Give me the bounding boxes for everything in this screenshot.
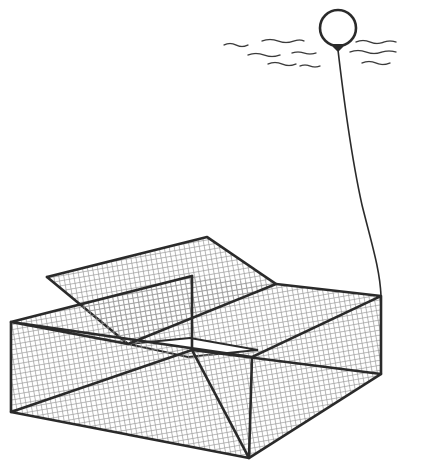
buoy-float — [320, 10, 356, 51]
wave-line — [224, 44, 248, 47]
wave-line — [248, 54, 280, 57]
wave-line — [268, 63, 296, 66]
wave-line — [356, 41, 396, 44]
wave-line — [362, 62, 390, 65]
wave-line — [262, 40, 304, 43]
buoy-rope — [338, 50, 381, 296]
wave-line — [300, 65, 320, 67]
wave-line — [350, 51, 396, 54]
water-surface — [224, 40, 396, 68]
trap-box — [11, 276, 381, 458]
buoy-ball — [320, 10, 356, 46]
wave-line — [292, 52, 316, 54]
